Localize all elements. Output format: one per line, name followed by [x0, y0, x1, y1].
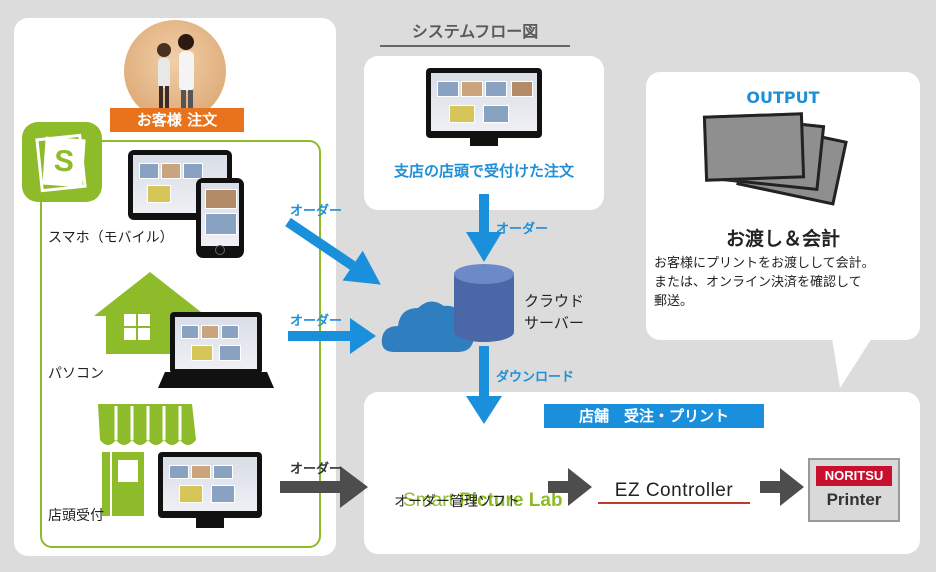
- arrow-download: [466, 346, 502, 424]
- arrow-pc-to-cloud: [288, 318, 376, 354]
- channel-label-smartphone: スマホ（モバイル）: [48, 230, 174, 246]
- laptop-icon: [170, 312, 262, 374]
- storefront-icon: [98, 404, 196, 516]
- laptop-keyboard: [158, 372, 274, 388]
- database-icon: [454, 264, 514, 342]
- arrow-ez-to-printer: [760, 468, 804, 506]
- smartphone-icon: [196, 178, 244, 258]
- arrow-mobile-to-cloud: [285, 217, 381, 285]
- diagram-title: システムフロー図: [380, 18, 570, 47]
- channel-label-store: 店頭受付: [48, 508, 104, 524]
- noritsu-printer-logo: NORITSU Printer: [808, 458, 900, 522]
- order-label-branch: オーダー: [496, 222, 549, 237]
- branch-monitor-stand: [470, 138, 498, 146]
- smart-picture-lab-logo: Smart Picture Lab: [403, 490, 563, 511]
- arrow-spl-to-ez: [548, 468, 592, 506]
- branch-label: 支店の店頭で受付けた注文: [393, 162, 574, 180]
- store-banner: 店舗 受注・プリント: [544, 404, 764, 428]
- channel-label-pc: パソコン: [48, 366, 104, 382]
- download-label: ダウンロード: [496, 370, 575, 385]
- app-logo-icon: S: [22, 122, 102, 202]
- output-description: お客様にプリントをお渡しして会計。 または、オンライン決済を確認して 郵送。: [654, 256, 875, 309]
- output-header: OUTPUT: [746, 88, 820, 107]
- customer-channels-box: [40, 140, 321, 548]
- order-label-store: オーダー: [290, 462, 343, 477]
- cloud-icon: [381, 301, 475, 352]
- customer-figures-icon: [157, 34, 194, 114]
- ez-controller-logo: EZ Controller: [598, 480, 750, 504]
- output-title: お渡し＆会計: [725, 228, 840, 250]
- spl-subtitle: オーダー管理ソフト: [394, 494, 520, 510]
- branch-monitor-icon: [426, 68, 542, 138]
- store-monitor-icon: [158, 452, 262, 518]
- customer-order-header: お客様 注文: [110, 108, 244, 132]
- arrow-branch-to-cloud: [466, 194, 502, 262]
- cloud-server-label: クラウド サーバー: [524, 292, 585, 332]
- store-monitor-stand: [196, 518, 224, 528]
- output-callout-tail: [832, 338, 872, 388]
- order-label-mobile: オーダー: [290, 204, 343, 219]
- arrow-store-to-spl: [280, 466, 368, 508]
- order-label-pc: オーダー: [290, 314, 343, 329]
- customer-photo: [124, 20, 226, 122]
